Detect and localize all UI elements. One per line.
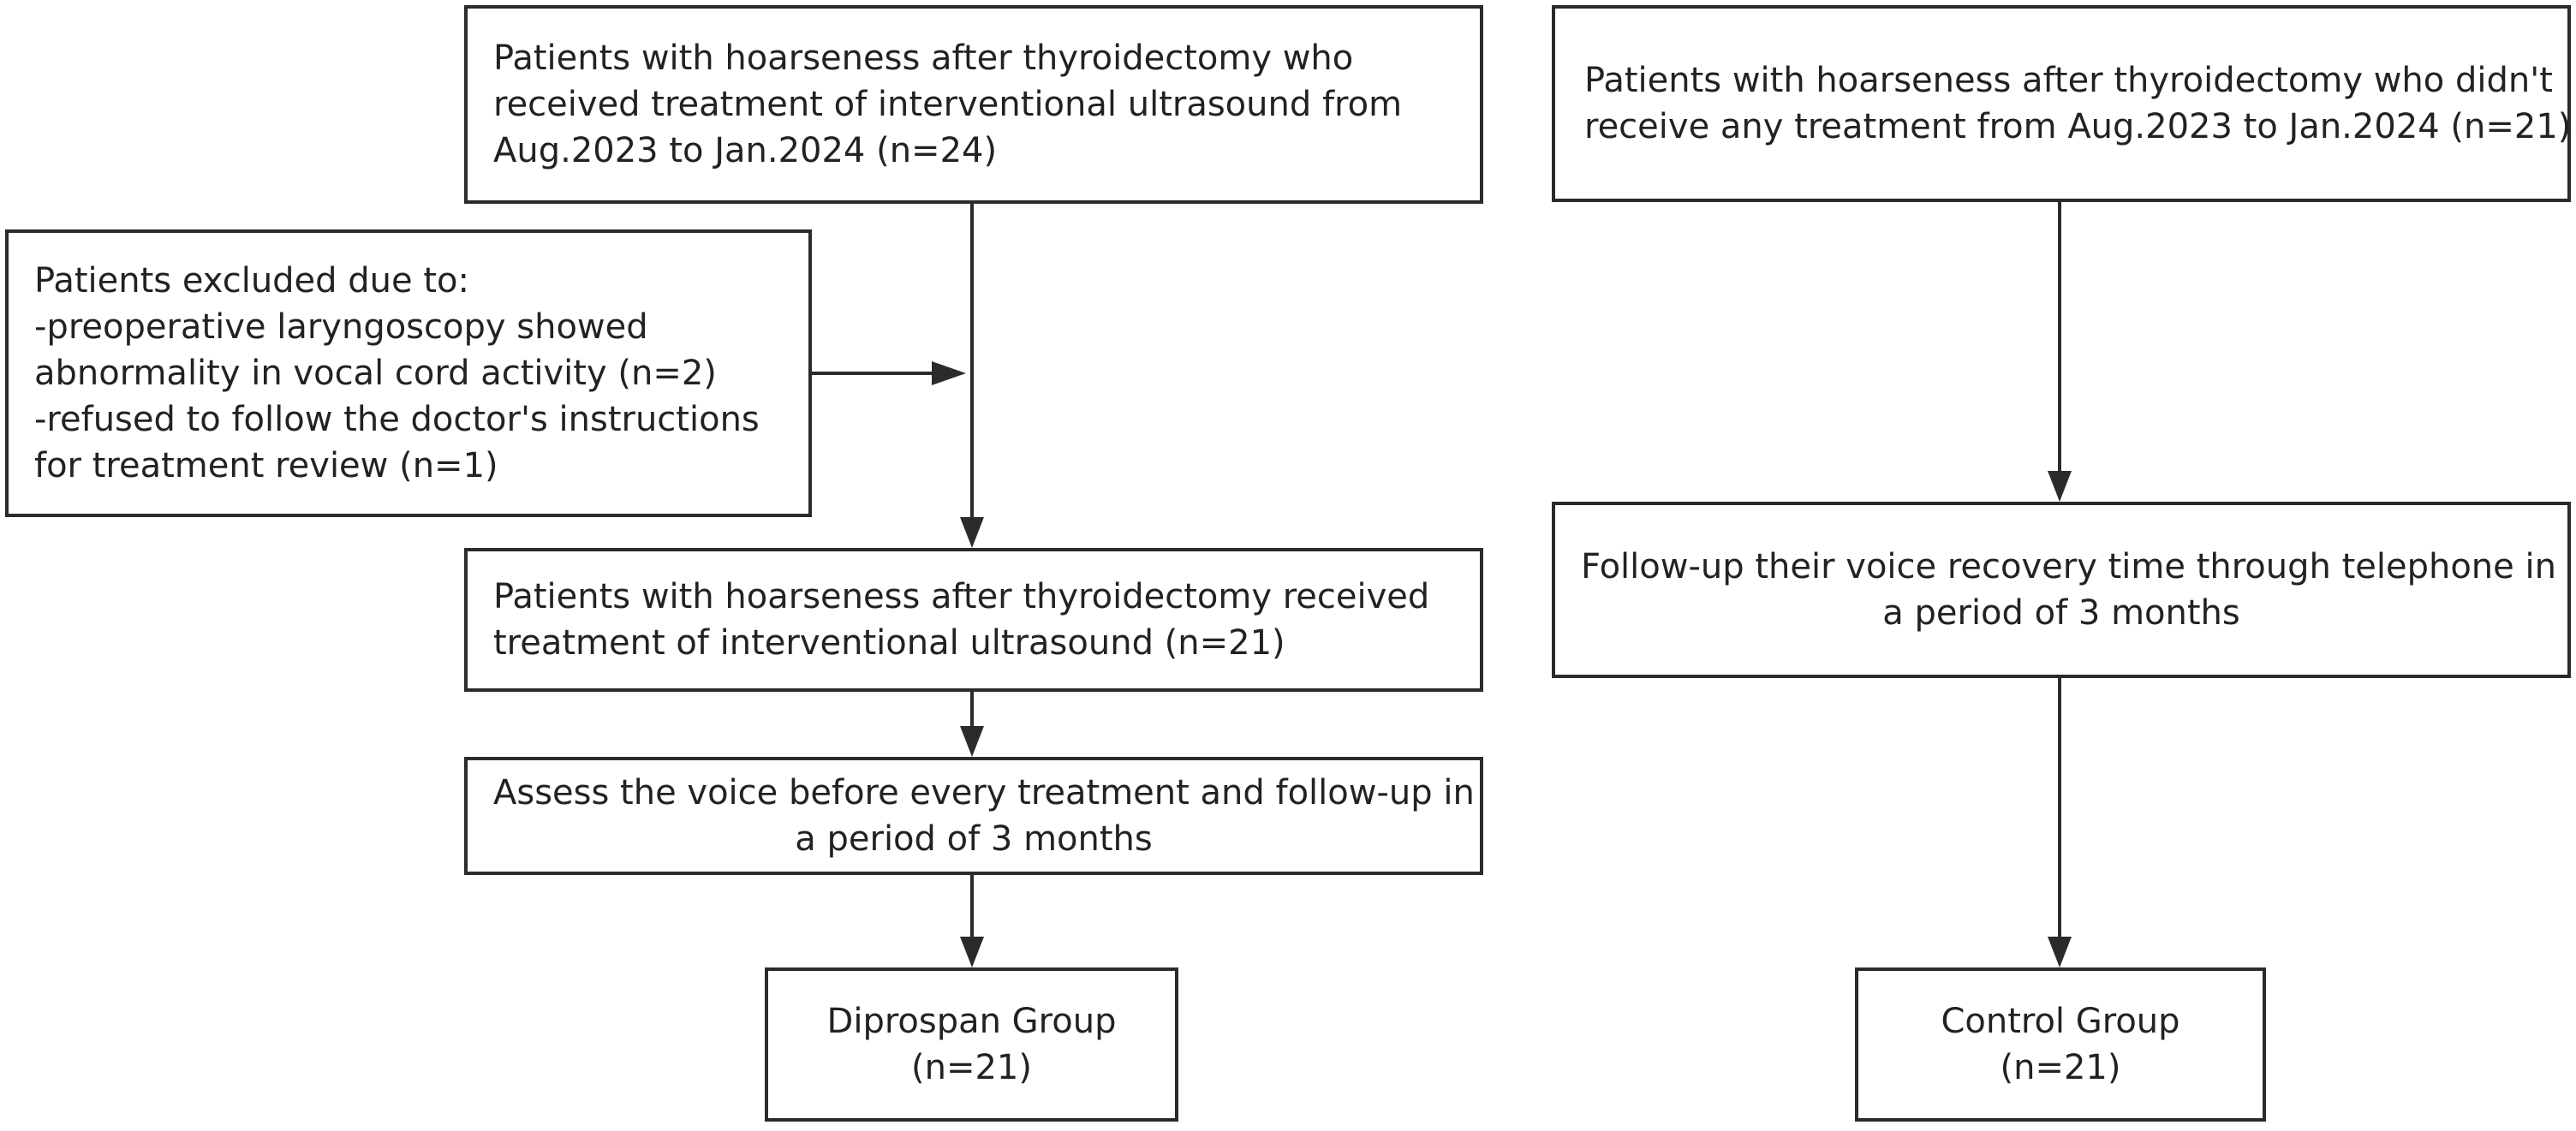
arrowhead-to-assess (960, 726, 984, 757)
box-right-followup-line: Follow-up their voice recovery time thro… (1581, 547, 2556, 586)
box-excluded-line: Patients excluded due to: (34, 261, 469, 301)
box-excluded: Patients excluded due to: -preoperative … (5, 229, 812, 517)
arrowhead-to-control (2048, 937, 2072, 967)
box-excluded-line: abnormality in vocal cord activity (n=2) (34, 354, 717, 393)
box-left-assess-line: a period of 3 months (795, 819, 1153, 859)
box-left-enrolled: Patients with hoarseness after thyroidec… (464, 5, 1483, 204)
box-excluded-line: -preoperative laryngoscopy showed (34, 307, 648, 347)
box-excluded-line: for treatment review (n=1) (34, 446, 498, 485)
box-right-enrolled-line: Patients with hoarseness after thyroidec… (1584, 61, 2553, 100)
box-left-enrolled-line: Aug.2023 to Jan.2024 (n=24) (493, 131, 998, 170)
box-diprospan-group: Diprospan Group (n=21) (765, 967, 1178, 1122)
box-left-treated-line: treatment of interventional ultrasound (… (493, 623, 1285, 663)
box-right-followup: Follow-up their voice recovery time thro… (1552, 502, 2571, 678)
box-control-group: Control Group (n=21) (1855, 967, 2266, 1122)
box-control-group-count: (n=21) (2000, 1048, 2121, 1087)
box-left-assess-line: Assess the voice before every treatment … (493, 773, 1475, 813)
box-diprospan-group-count: (n=21) (911, 1048, 1032, 1087)
box-right-enrolled: Patients with hoarseness after thyroidec… (1552, 5, 2571, 202)
box-left-enrolled-line: received treatment of interventional ult… (493, 85, 1403, 124)
box-left-treated: Patients with hoarseness after thyroidec… (464, 548, 1483, 692)
box-excluded-line: -refused to follow the doctor's instruct… (34, 400, 760, 439)
box-right-followup-line: a period of 3 months (1882, 593, 2240, 633)
box-control-group-title: Control Group (1941, 1002, 2180, 1041)
box-left-assess: Assess the voice before every treatment … (464, 757, 1483, 875)
box-right-enrolled-line: receive any treatment from Aug.2023 to J… (1584, 107, 2572, 146)
arrowhead-exclusion (932, 361, 966, 385)
arrowhead-to-followup (2048, 471, 2072, 502)
box-left-enrolled-line: Patients with hoarseness after thyroidec… (493, 39, 1354, 78)
arrowhead-to-diprospan (960, 937, 984, 967)
box-left-treated-line: Patients with hoarseness after thyroidec… (493, 577, 1430, 616)
box-diprospan-group-title: Diprospan Group (826, 1002, 1117, 1041)
arrowhead-to-treated (960, 517, 984, 548)
